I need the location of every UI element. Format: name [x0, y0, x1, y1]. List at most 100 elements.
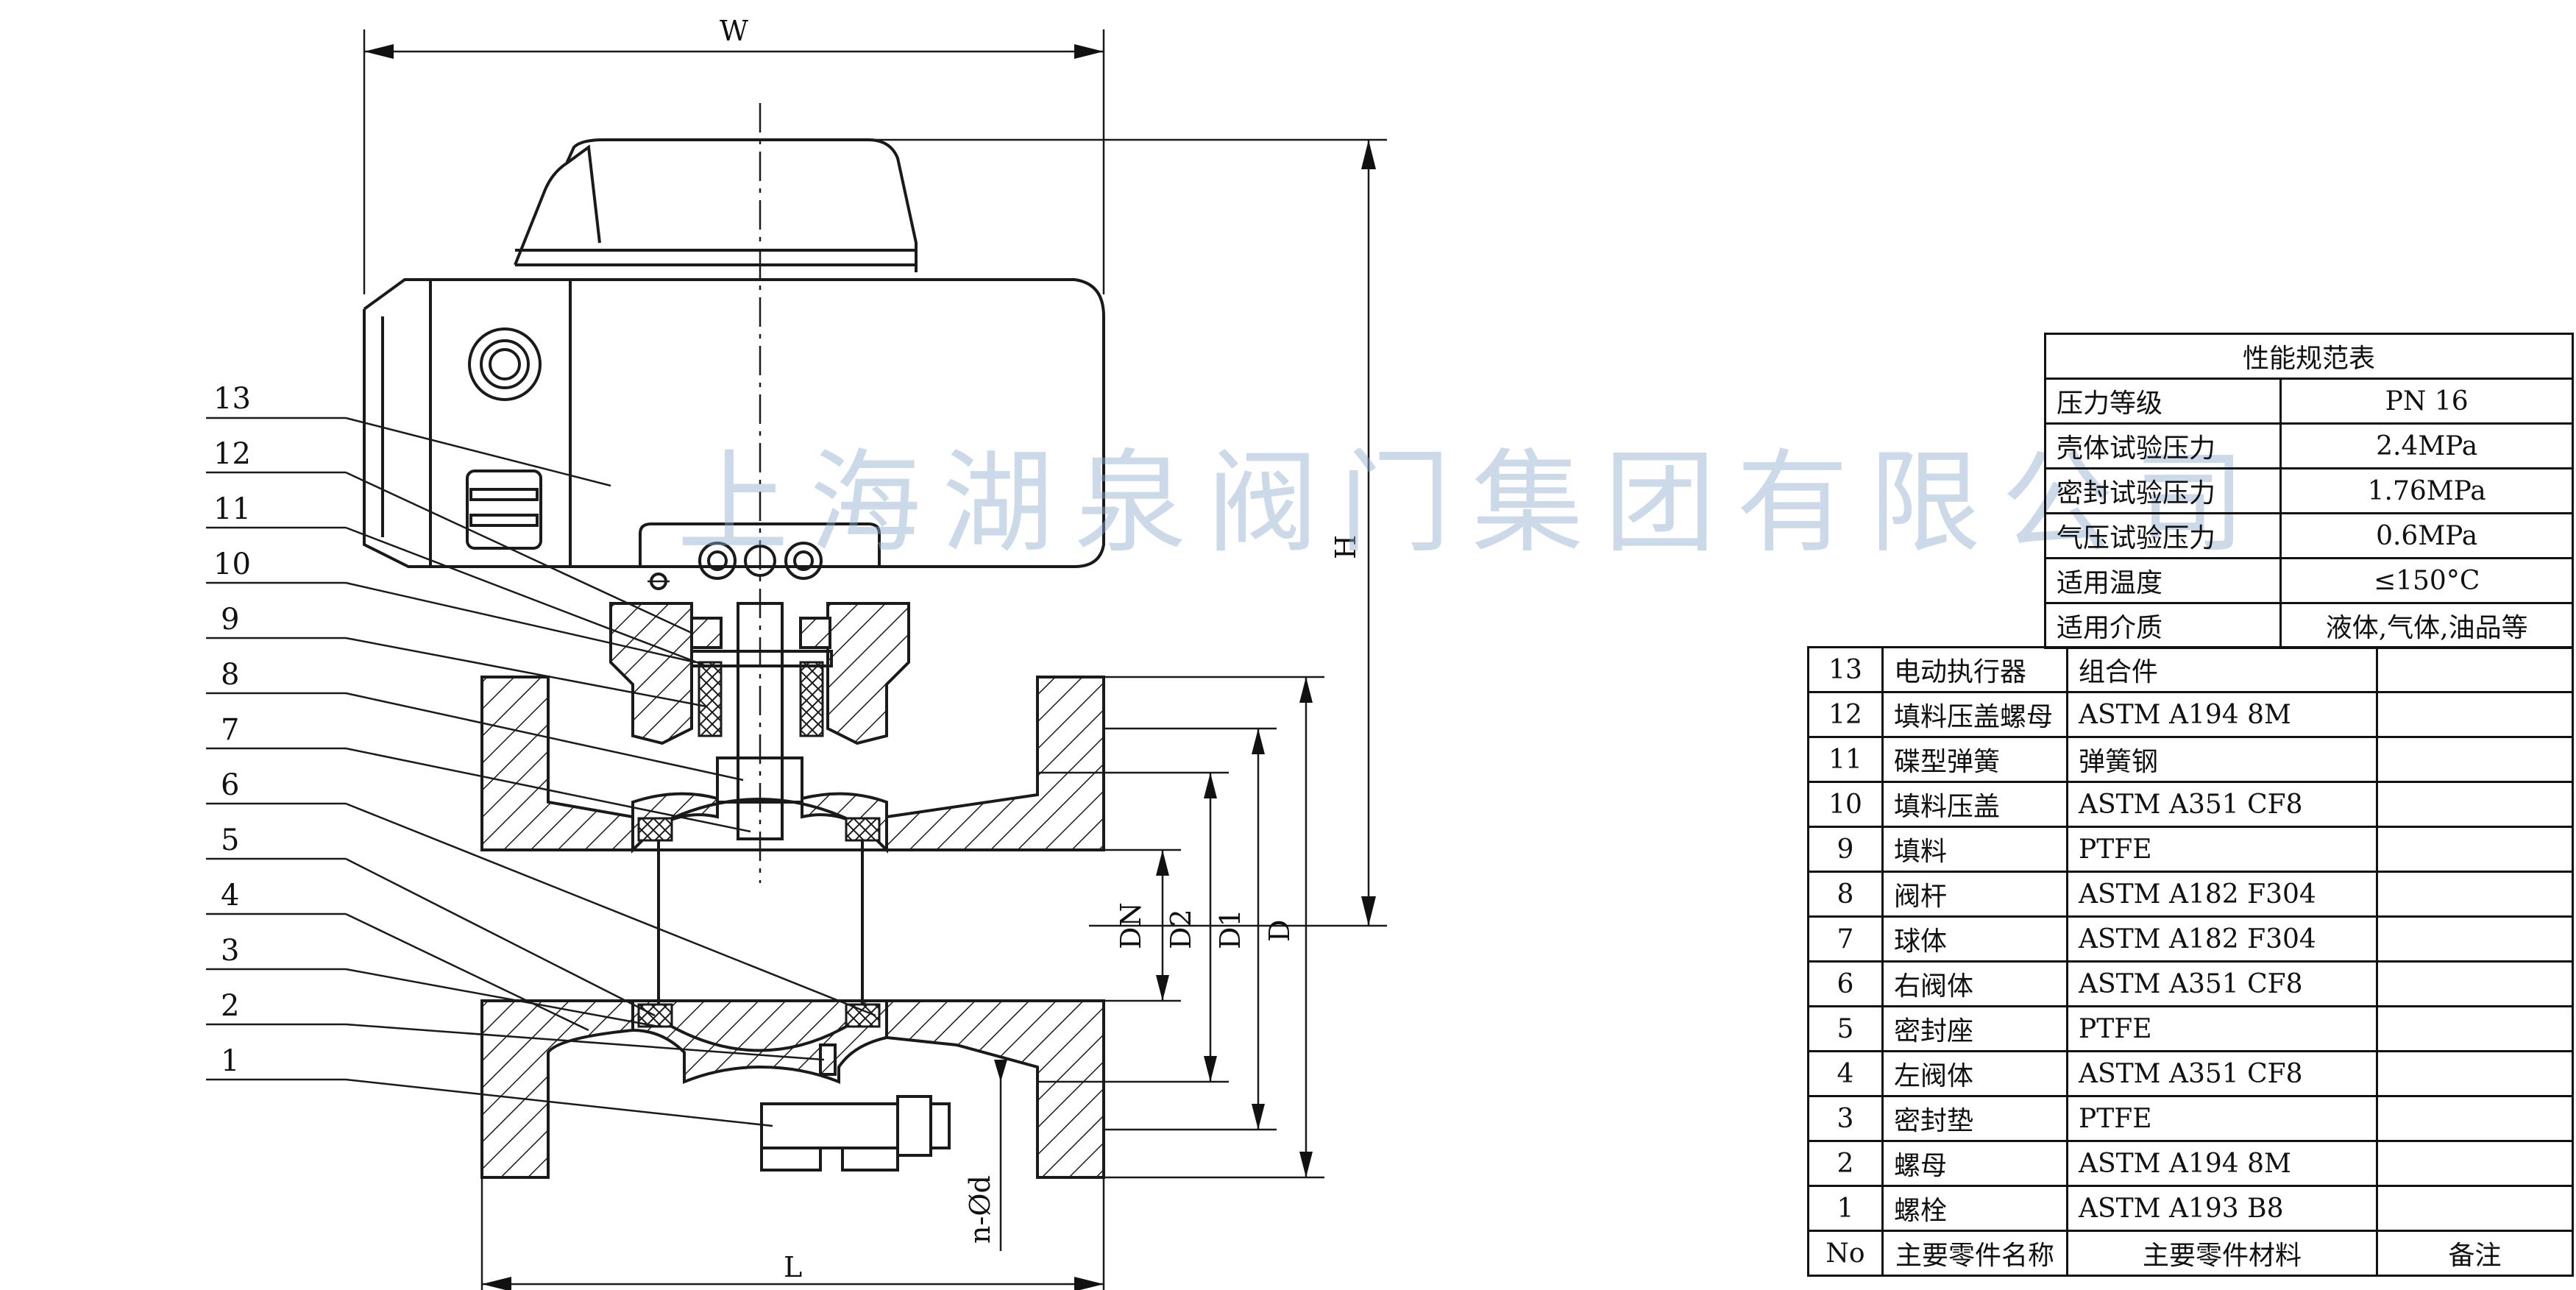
- part-no: 13: [1807, 646, 1884, 693]
- dimension-w: W: [363, 15, 1105, 294]
- part-material: 弹簧钢: [2066, 736, 2378, 783]
- part-note: [2376, 691, 2574, 738]
- spec-value: 0.6MPa: [2279, 512, 2574, 559]
- dim-h-label: H: [1330, 535, 1362, 559]
- part-no: 12: [1807, 691, 1884, 738]
- part-name: 螺母: [1881, 1140, 2068, 1187]
- part-name: 填料压盖螺母: [1881, 691, 2068, 738]
- part-name: 右阀体: [1881, 960, 2068, 1007]
- part-no: 1: [1807, 1185, 1884, 1232]
- callout-2: 2: [221, 989, 239, 1023]
- spec-label: 适用温度: [2043, 557, 2282, 604]
- part-note: [2376, 646, 2574, 693]
- part-name: 螺栓: [1881, 1185, 2068, 1232]
- part-name: 左阀体: [1881, 1050, 2068, 1097]
- callout-lines: [206, 417, 876, 1127]
- part-name: 密封垫: [1881, 1095, 2068, 1142]
- spec-row: 适用温度≤150°C: [2043, 557, 2574, 604]
- dim-nod-label: n-Ød: [964, 1175, 996, 1244]
- part-note: [2376, 1140, 2574, 1187]
- part-note: [2376, 781, 2574, 828]
- dim-w-label: W: [720, 15, 748, 47]
- spec-value: 液体,气体,油品等: [2279, 602, 2574, 649]
- packing-left: [698, 661, 723, 737]
- spec-label: 壳体试验压力: [2043, 422, 2282, 469]
- callout-8: 8: [221, 658, 239, 692]
- part-no: 7: [1807, 915, 1884, 963]
- callout-1: 1: [221, 1044, 239, 1078]
- part-no: 2: [1807, 1140, 1884, 1187]
- callout-numbers: 13 12 11 10 9 8 7 6 5 4 3 2 1: [213, 382, 251, 1078]
- part-material: PTFE: [2066, 826, 2378, 873]
- callout-7: 7: [221, 713, 239, 747]
- valve-body: [480, 676, 1105, 1179]
- flange-dimensions: DN D2 D1 D n-Ød: [868, 676, 1324, 1251]
- dim-l-label: L: [784, 1251, 802, 1283]
- dim-dn-label: DN: [1115, 902, 1147, 949]
- part-material: 组合件: [2066, 646, 2378, 693]
- part-no: 8: [1807, 871, 1884, 918]
- part-material: ASTM A182 F304: [2066, 871, 2378, 918]
- part-no: 5: [1807, 1005, 1884, 1052]
- part-name: 填料压盖: [1881, 781, 2068, 828]
- packing-right: [799, 661, 824, 737]
- callout-4: 4: [221, 879, 239, 912]
- dim-d-label: D: [1263, 920, 1296, 942]
- part-note: [2376, 1050, 2574, 1097]
- header-no: No: [1807, 1230, 1884, 1277]
- part-note: [2376, 826, 2574, 873]
- spec-label: 压力等级: [2043, 378, 2282, 425]
- spec-value: 1.76MPa: [2279, 467, 2574, 514]
- part-material: PTFE: [2066, 1095, 2378, 1142]
- part-name: 碟型弹簧: [1881, 736, 2068, 783]
- header-name: 主要零件名称: [1881, 1230, 2068, 1277]
- part-material: PTFE: [2066, 1005, 2378, 1052]
- part-material: ASTM A193 B8: [2066, 1185, 2378, 1232]
- seat-upper-left: [637, 817, 673, 842]
- spec-value: ≤150°C: [2279, 557, 2574, 604]
- callout-12: 12: [213, 437, 251, 471]
- header-note: 备注: [2376, 1230, 2574, 1277]
- part-note: [2376, 1185, 2574, 1232]
- callout-13: 13: [213, 382, 251, 416]
- spec-label: 气压试验压力: [2043, 512, 2282, 559]
- part-note: [2376, 1095, 2574, 1142]
- spec-label: 密封试验压力: [2043, 467, 2282, 514]
- dim-d2-label: D2: [1165, 909, 1197, 949]
- part-no: 3: [1807, 1095, 1884, 1142]
- part-no: 9: [1807, 826, 1884, 873]
- part-material: ASTM A194 8M: [2066, 1140, 2378, 1187]
- spec-label: 适用介质: [2043, 602, 2282, 649]
- valve-stem: [737, 602, 784, 840]
- spec-value: 2.4MPa: [2279, 422, 2574, 469]
- header-material: 主要零件材料: [2066, 1230, 2378, 1277]
- seat-upper-right: [845, 817, 881, 842]
- electric-actuator: [363, 138, 1105, 590]
- part-name: 球体: [1881, 915, 2068, 963]
- part-material: ASTM A182 F304: [2066, 915, 2378, 963]
- bolt: [760, 1102, 899, 1149]
- part-material: ASTM A351 CF8: [2066, 781, 2378, 828]
- part-note: [2376, 736, 2574, 783]
- part-material: ASTM A351 CF8: [2066, 960, 2378, 1007]
- spec-table-title: 性能规范表: [2044, 333, 2574, 380]
- part-name: 阀杆: [1881, 871, 2068, 918]
